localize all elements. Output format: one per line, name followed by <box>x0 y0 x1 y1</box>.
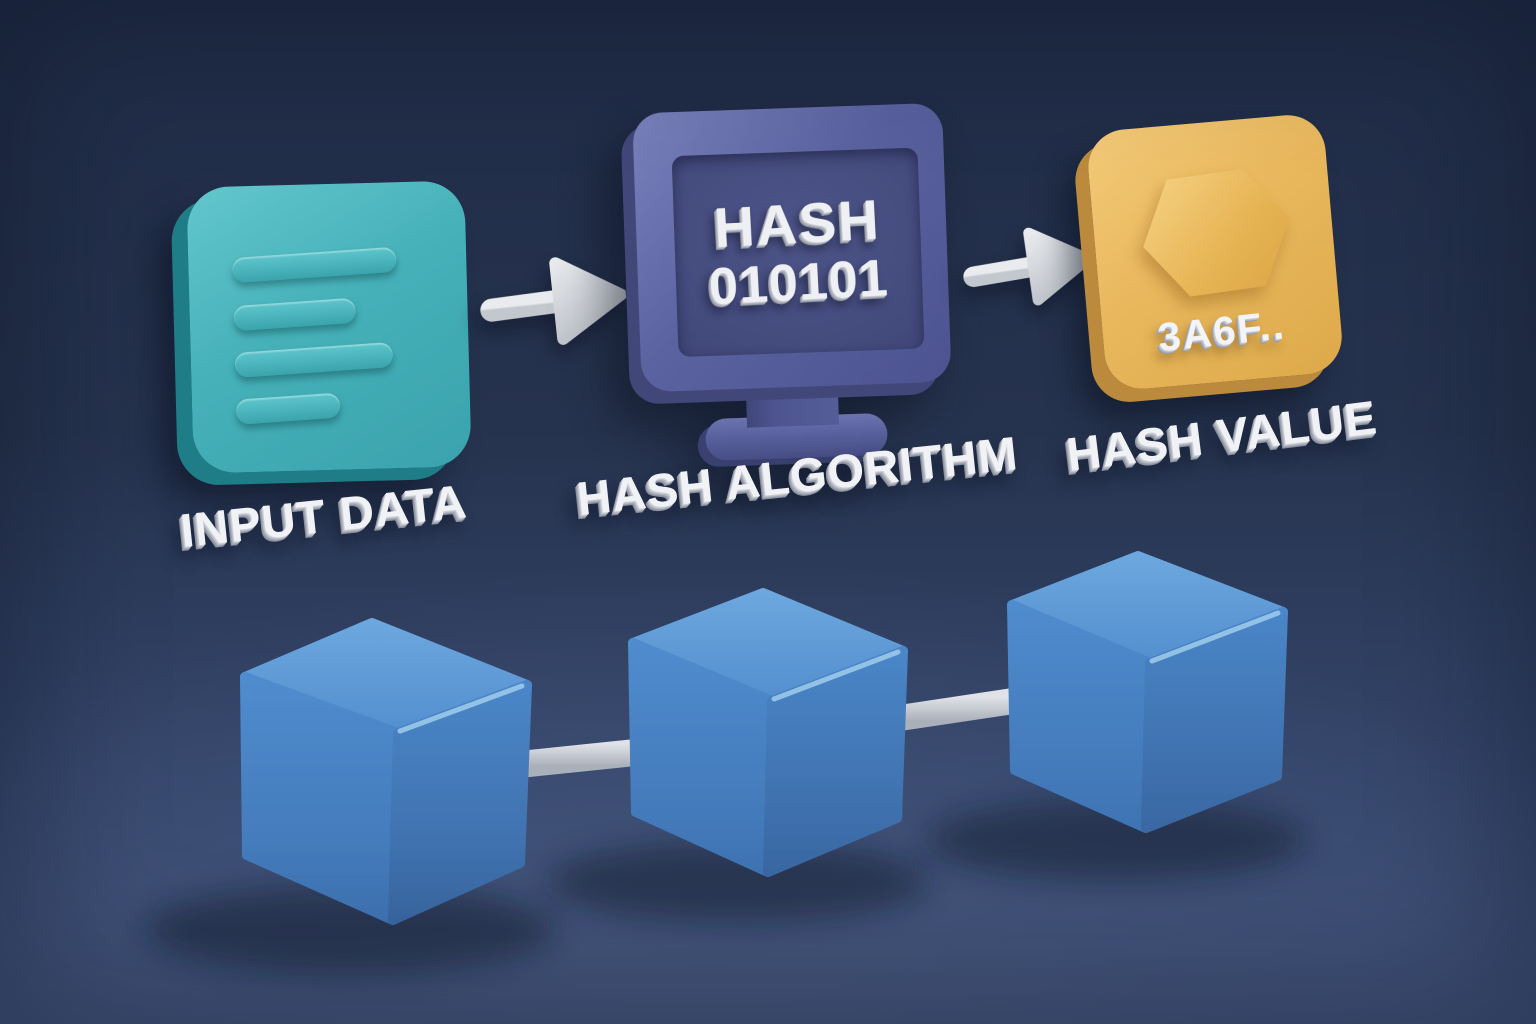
arrow-right-icon <box>480 257 627 345</box>
arrow-right-icon <box>963 227 1094 306</box>
blockchain-cube <box>240 618 532 925</box>
blockchain-cube <box>1007 551 1288 833</box>
cube-shadow <box>548 842 928 922</box>
blockchain-cube <box>628 588 908 877</box>
cube-shadow <box>925 800 1305 880</box>
cube-shadow <box>145 886 555 974</box>
